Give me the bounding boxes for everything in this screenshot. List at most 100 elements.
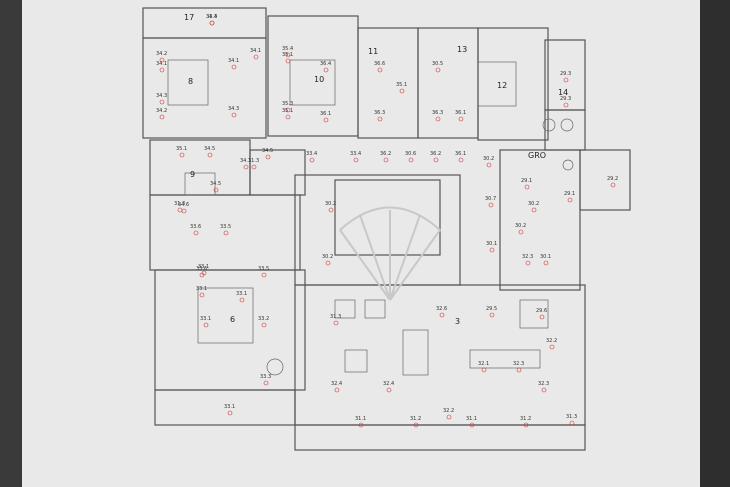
elevation-marker (328, 207, 334, 213)
room-number: 10 (314, 75, 324, 84)
elevation-label: 30.2 (515, 223, 526, 229)
elevation-label: 30.7 (485, 196, 496, 202)
elevation-marker (516, 367, 522, 373)
elevation-marker (309, 157, 315, 163)
room-number: 9 (190, 170, 195, 179)
elevation-marker (489, 247, 495, 253)
elevation-marker (383, 157, 389, 163)
elevation-label: 29.1 (521, 178, 532, 184)
elevation-marker (201, 270, 207, 276)
elevation-label: 32.4 (331, 381, 342, 387)
elevation-marker (377, 116, 383, 122)
elevation-label: 31.1 (466, 416, 477, 422)
elevation-label: 30.1 (486, 241, 497, 247)
elevation-label: 30.2 (483, 156, 494, 162)
elevation-label: 36.1 (320, 111, 331, 117)
elevation-label: 31.2 (410, 416, 421, 422)
elevation-marker (458, 157, 464, 163)
elevation-marker (231, 112, 237, 118)
elevation-marker (610, 182, 616, 188)
elevation-label: 36.2 (380, 151, 391, 157)
elevation-marker (563, 102, 569, 108)
elevation-label: 31.2 (520, 416, 531, 422)
elevation-marker (458, 116, 464, 122)
elevation-label: 34.1 (156, 61, 167, 67)
elevation-label: 29.3 (560, 71, 571, 77)
elevation-label: 36.1 (455, 110, 466, 116)
elevation-marker (439, 312, 445, 318)
elevation-marker (377, 67, 383, 73)
elevation-marker (524, 184, 530, 190)
elevation-label: 31.3 (174, 201, 185, 207)
elevation-marker (435, 116, 441, 122)
elevation-label: 36.3 (374, 110, 385, 116)
elevation-label: 33.6 (190, 224, 201, 230)
elevation-label: 32.6 (436, 306, 447, 312)
elevation-marker (488, 202, 494, 208)
elevation-label: 34.5 (204, 146, 215, 152)
walls (142, 7, 631, 451)
elevation-label: 31.1 (355, 416, 366, 422)
elevation-label: 34.2 (156, 108, 167, 114)
elevation-label: 35.3 (282, 101, 293, 107)
elevation-marker (177, 207, 183, 213)
elevation-marker (413, 422, 419, 428)
elevation-marker (285, 107, 291, 113)
elevation-marker (325, 260, 331, 266)
elevation-marker (334, 387, 340, 393)
elevation-marker (541, 387, 547, 393)
elevation-label: 34.1 (228, 58, 239, 64)
elevation-label: 36.3 (432, 110, 443, 116)
elevation-marker (193, 230, 199, 236)
room-number: 3 (455, 317, 460, 326)
elevation-label: 30.2 (528, 201, 539, 207)
elevation-label: 34.5 (262, 148, 273, 154)
elevation-label: 34.4 (206, 14, 217, 20)
elevation-marker (481, 367, 487, 373)
elevation-marker (386, 387, 392, 393)
elevation-marker (285, 52, 291, 58)
room-number: 8 (188, 77, 193, 86)
furniture (167, 59, 574, 376)
elevation-marker (489, 312, 495, 318)
elevation-label: 33.1 (200, 316, 211, 322)
elevation-label: 34.3 (156, 93, 167, 99)
elevation-label: 29.3 (560, 96, 571, 102)
elevation-marker (323, 117, 329, 123)
elevation-label: 36.6 (374, 61, 385, 67)
elevation-label: 31.3 (248, 158, 259, 164)
elevation-label: 33.5 (220, 224, 231, 230)
elevation-label: 33.4 (350, 151, 361, 157)
elevation-marker (223, 230, 229, 236)
elevation-marker (543, 260, 549, 266)
elevation-marker (435, 67, 441, 73)
elevation-label: 29.1 (564, 191, 575, 197)
elevation-label: 30.6 (405, 151, 416, 157)
elevation-label: 33.3 (260, 374, 271, 380)
elevation-marker (227, 410, 233, 416)
elevation-label: 32.1 (478, 361, 489, 367)
elevation-marker (239, 297, 245, 303)
room-number: 11 (368, 47, 378, 56)
elevation-label: 34.6 (178, 202, 189, 208)
table-surface-right (700, 0, 730, 487)
elevation-label: 36.4 (320, 61, 331, 67)
elevation-label: 34.1 (240, 158, 251, 164)
elevation-label: 30.2 (325, 201, 336, 207)
elevation-marker (253, 54, 259, 60)
room-number: 14 (558, 88, 568, 97)
elevation-label: 33.1 (236, 291, 247, 297)
elevation-marker (323, 67, 329, 73)
elevation-marker (399, 88, 405, 94)
elevation-label: 35.1 (176, 146, 187, 152)
elevation-label: 32.2 (443, 408, 454, 414)
elevation-marker (525, 260, 531, 266)
elevation-marker (199, 292, 205, 298)
elevation-marker (243, 164, 249, 170)
elevation-label: 33.1 (198, 264, 209, 270)
elevation-marker (213, 187, 219, 193)
room-number: 6 (230, 315, 235, 324)
elevation-marker (569, 420, 575, 426)
table-surface-left (0, 0, 24, 487)
